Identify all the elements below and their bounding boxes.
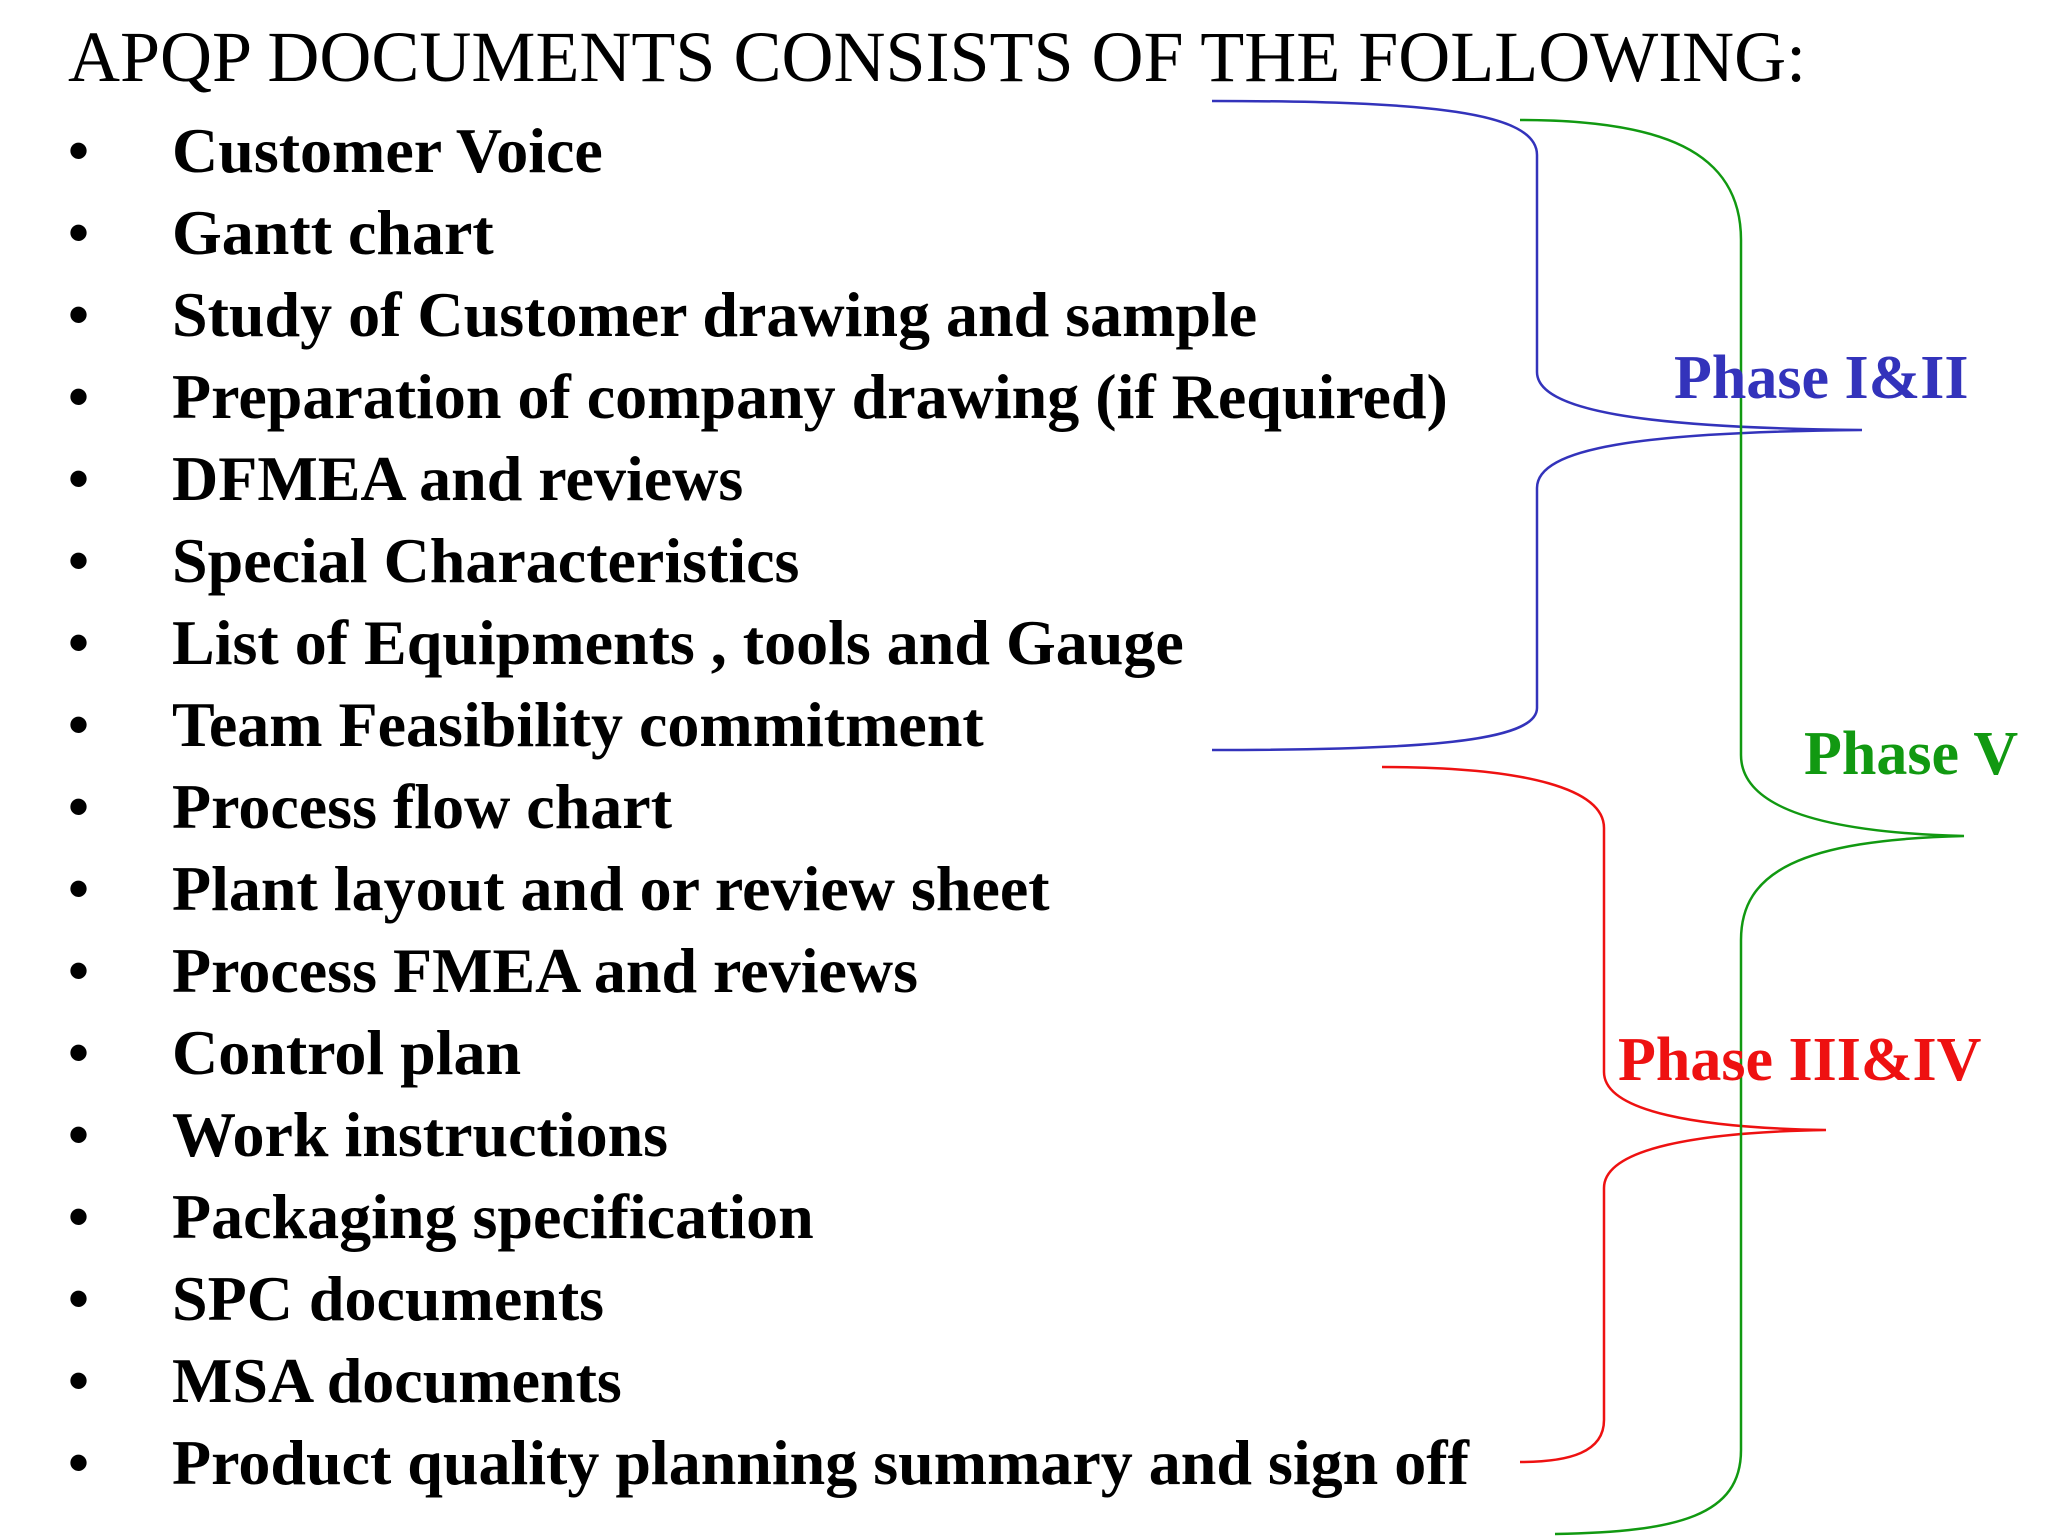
phase-1-2-label: Phase I&II: [1674, 344, 1969, 412]
bullet-icon: •: [68, 1429, 90, 1496]
bullet-icon: •: [68, 281, 90, 348]
bullet-icon: •: [68, 1183, 90, 1250]
list-item: • Team Feasibility commitment: [0, 684, 1600, 766]
bullet-icon: •: [68, 1265, 90, 1332]
list-item: • MSA documents: [0, 1340, 1600, 1422]
bullet-icon: •: [68, 1019, 90, 1086]
bullet-icon: •: [68, 199, 90, 266]
list-item-text: Process flow chart: [172, 771, 672, 842]
list-item-text: SPC documents: [172, 1263, 605, 1334]
bullet-icon: •: [68, 855, 90, 922]
list-item-text: List of Equipments , tools and Gauge: [172, 607, 1184, 678]
list-item-text: Packaging specification: [172, 1181, 814, 1252]
phase-5-label: Phase V: [1804, 720, 2019, 788]
bullet-icon: •: [68, 117, 90, 184]
phase-3-4-brace: [1381, 765, 1827, 1464]
phase-5-brace: [1519, 118, 1965, 1536]
list-item: • Control plan: [0, 1012, 1600, 1094]
list-item-text: Customer Voice: [172, 115, 603, 186]
phase-1-2-brace: [1211, 99, 1863, 752]
list-item-text: Control plan: [172, 1017, 522, 1088]
list-item: • Study of Customer drawing and sample: [0, 274, 1600, 356]
list-item-text: Plant layout and or review sheet: [172, 853, 1050, 924]
list-item-text: Work instructions: [172, 1099, 669, 1170]
list-item: • List of Equipments , tools and Gauge: [0, 602, 1600, 684]
list-item: • Product quality planning summary and si…: [0, 1422, 1600, 1504]
list-item: • Preparation of company drawing (if Requ…: [0, 356, 1600, 438]
bullet-icon: •: [68, 363, 90, 430]
list-item-text: Preparation of company drawing (if Requi…: [172, 361, 1448, 432]
bullet-icon: •: [68, 609, 90, 676]
bullet-icon: •: [68, 1101, 90, 1168]
list-item-text: Special Characteristics: [172, 525, 800, 596]
list-item-text: Team Feasibility commitment: [172, 689, 984, 760]
list-item: • Work instructions: [0, 1094, 1600, 1176]
list-item-text: DFMEA and reviews: [172, 443, 744, 514]
bullet-icon: •: [68, 527, 90, 594]
bullet-icon: •: [68, 445, 90, 512]
list-item: • Customer Voice: [0, 110, 1600, 192]
list-item-text: Study of Customer drawing and sample: [172, 279, 1258, 350]
list-item: • Plant layout and or review sheet: [0, 848, 1600, 930]
list-item: • Process FMEA and reviews: [0, 930, 1600, 1012]
list-item-text: Process FMEA and reviews: [172, 935, 918, 1006]
list-item: • Process flow chart: [0, 766, 1600, 848]
list-item-text: Product quality planning summary and sig…: [172, 1427, 1469, 1498]
list-item: • Gantt chart: [0, 192, 1600, 274]
list-item-text: MSA documents: [172, 1345, 622, 1416]
phase-3-4-label: Phase III&IV: [1618, 1026, 1982, 1094]
bullet-icon: •: [68, 691, 90, 758]
list-item: • DFMEA and reviews: [0, 438, 1600, 520]
list-item: • Special Characteristics: [0, 520, 1600, 602]
list-item: • SPC documents: [0, 1258, 1600, 1340]
list-item-text: Gantt chart: [172, 197, 494, 268]
bullet-icon: •: [68, 1347, 90, 1414]
slide-title: APQP DOCUMENTS CONSISTS OF THE FOLLOWING…: [68, 17, 1807, 97]
bullet-icon: •: [68, 937, 90, 1004]
list-item: • Packaging specification: [0, 1176, 1600, 1258]
bullet-icon: •: [68, 773, 90, 840]
